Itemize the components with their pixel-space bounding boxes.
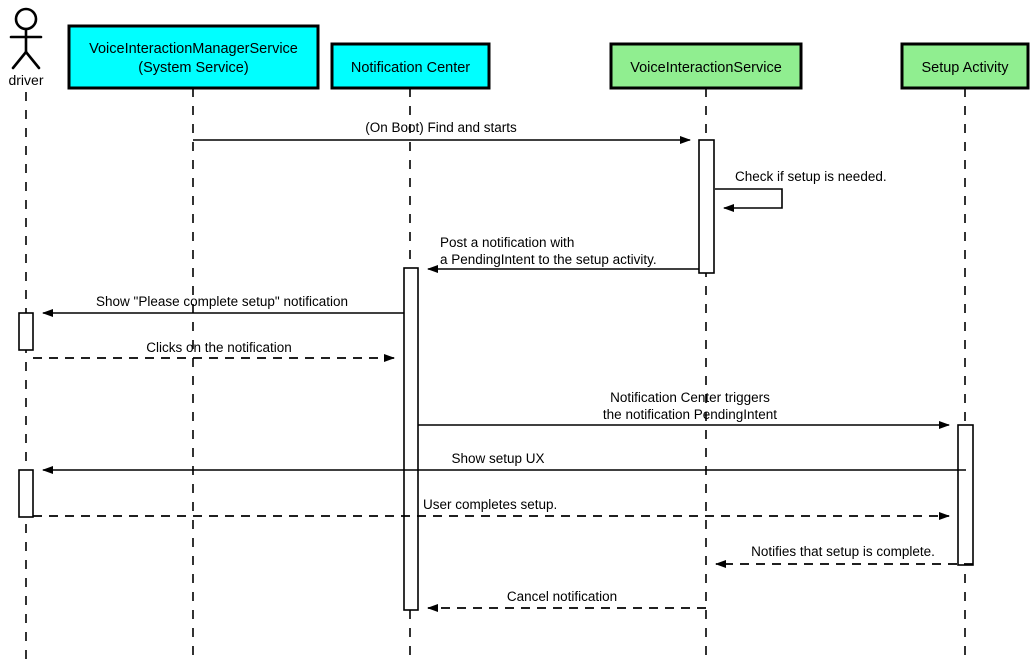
message-3-label-line1: Post a notification with xyxy=(440,235,574,250)
participant-actor-driver[interactable]: driver xyxy=(8,7,44,88)
message-2-self-path xyxy=(715,188,783,212)
message-7-label: Show setup UX xyxy=(451,451,544,466)
message-6-label-line1: Notification Center triggers xyxy=(610,390,770,405)
participant-box-setup-activity[interactable]: Setup Activity xyxy=(900,42,1030,90)
message-notification-center-triggers-pendingintent[interactable]: Notification Center triggers the notific… xyxy=(418,390,950,429)
message-4-label: Show "Please complete setup" notificatio… xyxy=(96,294,348,309)
setup-activity-label: Setup Activity xyxy=(921,60,1009,76)
message-on-boot-find-and-starts[interactable]: (On Boot) Find and starts xyxy=(193,120,691,144)
message-notifies-that-setup-is-complete[interactable]: Notifies that setup is complete. xyxy=(715,544,973,568)
message-user-completes-setup[interactable]: User completes setup. xyxy=(33,497,950,520)
message-show-please-complete-setup-notification[interactable]: Show "Please complete setup" notificatio… xyxy=(42,294,404,317)
message-6-label-line2: the notification PendingIntent xyxy=(603,407,777,422)
vims-box-shape xyxy=(67,24,320,90)
notification-center-box-shape xyxy=(330,42,491,90)
message-5-label: Clicks on the notification xyxy=(146,340,292,355)
activation-voice-interaction-service xyxy=(698,139,715,274)
activation-notification-center xyxy=(403,267,419,611)
setup-activity-box-shape xyxy=(900,42,1030,90)
message-2-label: Check if setup is needed. xyxy=(735,169,887,184)
activation-driver-2 xyxy=(18,469,34,518)
message-cancel-notification[interactable]: Cancel notification xyxy=(427,589,706,612)
message-1-label: (On Boot) Find and starts xyxy=(365,120,517,135)
message-10-label: Cancel notification xyxy=(507,589,617,604)
actor-leg-right-icon xyxy=(24,50,41,70)
participant-box-vims[interactable]: VoiceInteractionManagerService (System S… xyxy=(67,24,320,90)
actor-head-icon xyxy=(14,7,38,31)
activation-driver-1 xyxy=(18,312,34,351)
voice-interaction-service-box-shape xyxy=(609,42,803,90)
vims-label-line1: VoiceInteractionManagerService xyxy=(89,41,298,57)
actor-label-driver: driver xyxy=(8,72,43,88)
message-post-a-notification[interactable]: Post a notification with a PendingIntent… xyxy=(427,235,699,273)
message-9-label: Notifies that setup is complete. xyxy=(751,544,935,559)
notification-center-label: Notification Center xyxy=(351,60,470,76)
message-clicks-on-the-notification[interactable]: Clicks on the notification xyxy=(33,340,395,362)
vims-label-line2: (System Service) xyxy=(138,60,248,76)
participant-box-notification-center[interactable]: Notification Center xyxy=(330,42,491,90)
message-3-label-line2: a PendingIntent to the setup activity. xyxy=(440,252,657,267)
message-8-label: User completes setup. xyxy=(423,497,557,512)
message-show-setup-ux[interactable]: Show setup UX xyxy=(42,451,966,474)
participant-box-voice-interaction-service[interactable]: VoiceInteractionService xyxy=(609,42,803,90)
message-check-if-setup-is-needed[interactable]: Check if setup is needed. xyxy=(715,169,887,212)
voice-interaction-service-label: VoiceInteractionService xyxy=(630,60,782,76)
activation-setup-activity xyxy=(957,424,974,566)
actor-leg-left-icon xyxy=(11,50,28,70)
